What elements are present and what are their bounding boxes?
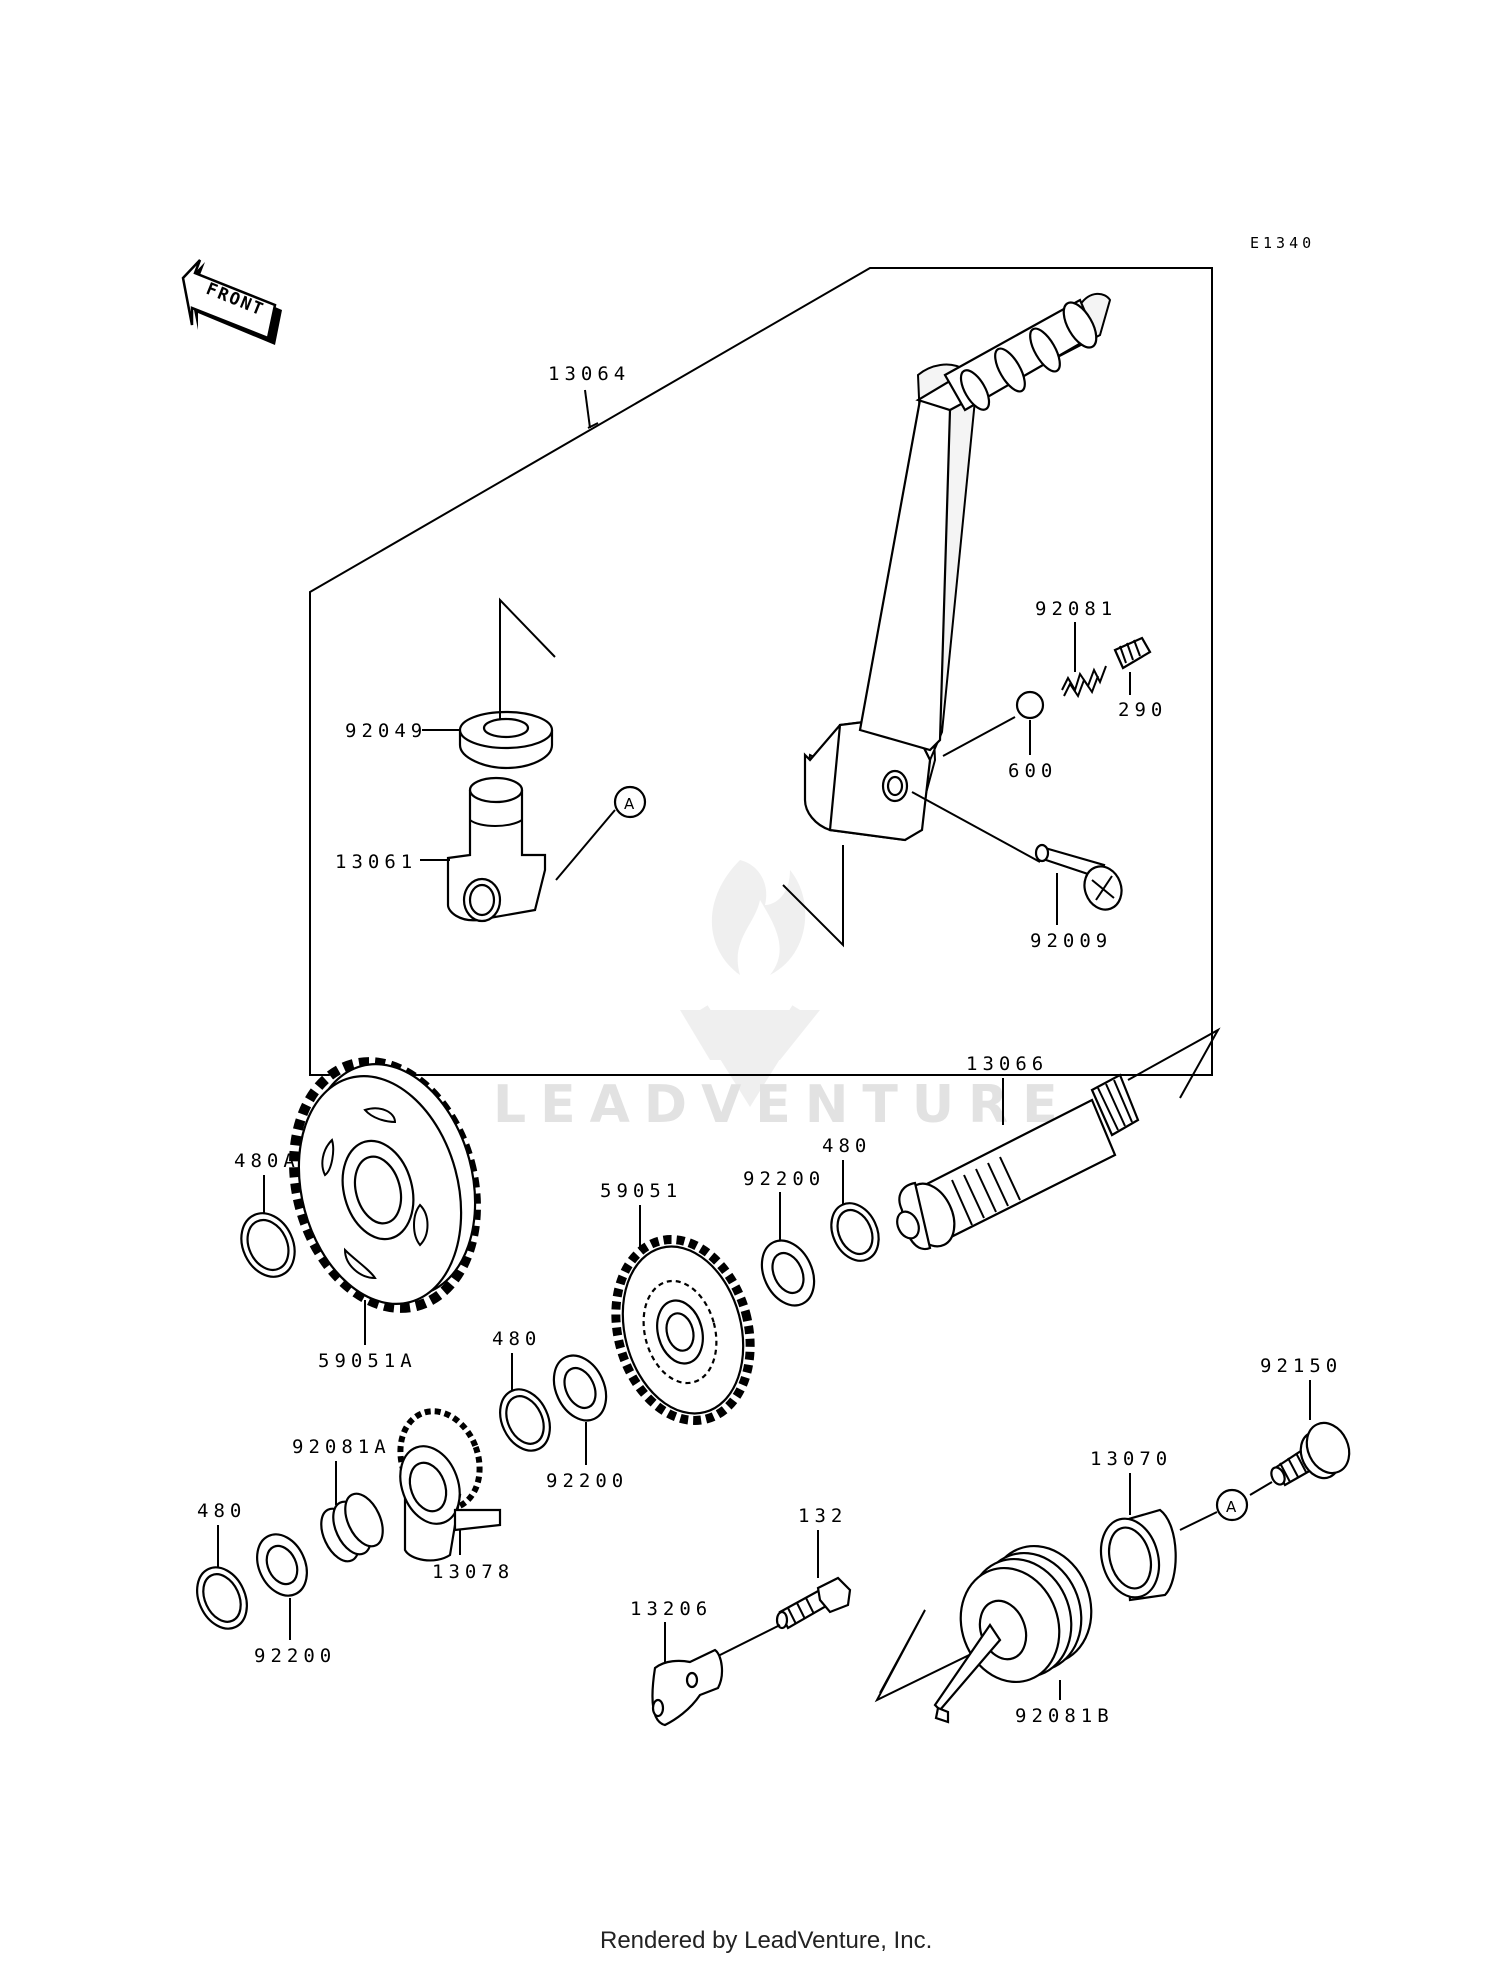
- plug-290: [1113, 636, 1152, 670]
- circlip-480-b: [499, 1388, 551, 1452]
- stopper-13206: [651, 1648, 724, 1727]
- label-92150: 92150: [1260, 1355, 1342, 1377]
- leader-600-ball: [942, 716, 1016, 757]
- label-13066: 13066: [966, 1053, 1048, 1075]
- spring-92081: [1061, 665, 1107, 699]
- spring-92081A: [320, 1492, 384, 1563]
- ball-600: [1015, 690, 1045, 720]
- callout-a-bottom-text: A: [1226, 1498, 1237, 1516]
- callout-a-top: [613, 785, 647, 819]
- kick-pedal-lever: [803, 292, 1112, 842]
- label-92200-b: 92200: [546, 1470, 628, 1492]
- label-59051A: 59051A: [318, 1350, 417, 1372]
- watermark-logo: [680, 860, 820, 1107]
- callout-a-bottom: [1215, 1488, 1249, 1522]
- label-13206: 13206: [630, 1598, 712, 1620]
- label-92081: 92081: [1035, 598, 1117, 620]
- leader-13064-b: [584, 389, 591, 429]
- leader-92081B-axis: [874, 1609, 1001, 1703]
- circlip-480A: [240, 1212, 296, 1278]
- circlip-480-a: [830, 1202, 880, 1262]
- gear-59051A: [289, 1057, 481, 1313]
- label-92081B: 92081B: [1015, 1705, 1114, 1727]
- washer-92200-c: [256, 1533, 308, 1597]
- label-13061: 13061: [335, 851, 417, 873]
- bolt-92009: [1034, 843, 1123, 911]
- leader-pedal: [782, 845, 844, 948]
- leader-a-13070: [1179, 1511, 1218, 1531]
- label-600: 600: [1008, 760, 1057, 782]
- label-59051: 59051: [600, 1180, 682, 1202]
- label-132: 132: [798, 1505, 847, 1527]
- label-92200-a: 92200: [743, 1168, 825, 1190]
- leader-13061-a: [555, 809, 616, 881]
- watermark-text: LEADVENTURE: [493, 1075, 1072, 1135]
- label-13078: 13078: [432, 1561, 514, 1583]
- spring-92081B: [933, 1544, 1093, 1724]
- gear-59051: [611, 1235, 755, 1425]
- assembly-box-13064: [309, 267, 1213, 1076]
- bolt-92150: [1270, 1421, 1351, 1487]
- washer-92200-a: [760, 1239, 816, 1307]
- label-480-c: 480: [197, 1500, 246, 1522]
- leader-92049-shaft: [499, 597, 556, 720]
- label-92049: 92049: [345, 720, 427, 742]
- guide-13070: [1099, 1508, 1177, 1602]
- ratchet-13078: [397, 1408, 502, 1562]
- label-480A: 480A: [234, 1150, 300, 1172]
- front-arrow-icon: FRONT: [181, 259, 282, 345]
- label-13064: 13064: [548, 363, 630, 385]
- callout-a-top-text: A: [624, 795, 635, 813]
- bolt-132: [775, 1576, 852, 1630]
- label-92200-c: 92200: [254, 1645, 336, 1667]
- seal-92049: [458, 710, 554, 770]
- label-92081A: 92081A: [292, 1436, 391, 1458]
- leader-92150-a: [1249, 1481, 1273, 1496]
- label-480-b: 480: [492, 1328, 541, 1350]
- label-290: 290: [1118, 699, 1167, 721]
- leader-13066-axis: [1127, 1027, 1221, 1099]
- leader-92009-axis: [911, 791, 1041, 863]
- shaft-13061: [446, 776, 547, 923]
- circlip-480-c: [196, 1566, 248, 1630]
- washer-92200-b: [552, 1354, 608, 1422]
- label-92009: 92009: [1030, 930, 1112, 952]
- leader-132-axis: [709, 1624, 781, 1661]
- footer-credit: Rendered by LeadVenture, Inc.: [600, 1927, 932, 1954]
- label-480-a: 480: [822, 1135, 871, 1157]
- kick-shaft-13066: [896, 1073, 1140, 1251]
- diagram-code: E1340: [1250, 234, 1315, 252]
- label-13070: 13070: [1090, 1448, 1172, 1470]
